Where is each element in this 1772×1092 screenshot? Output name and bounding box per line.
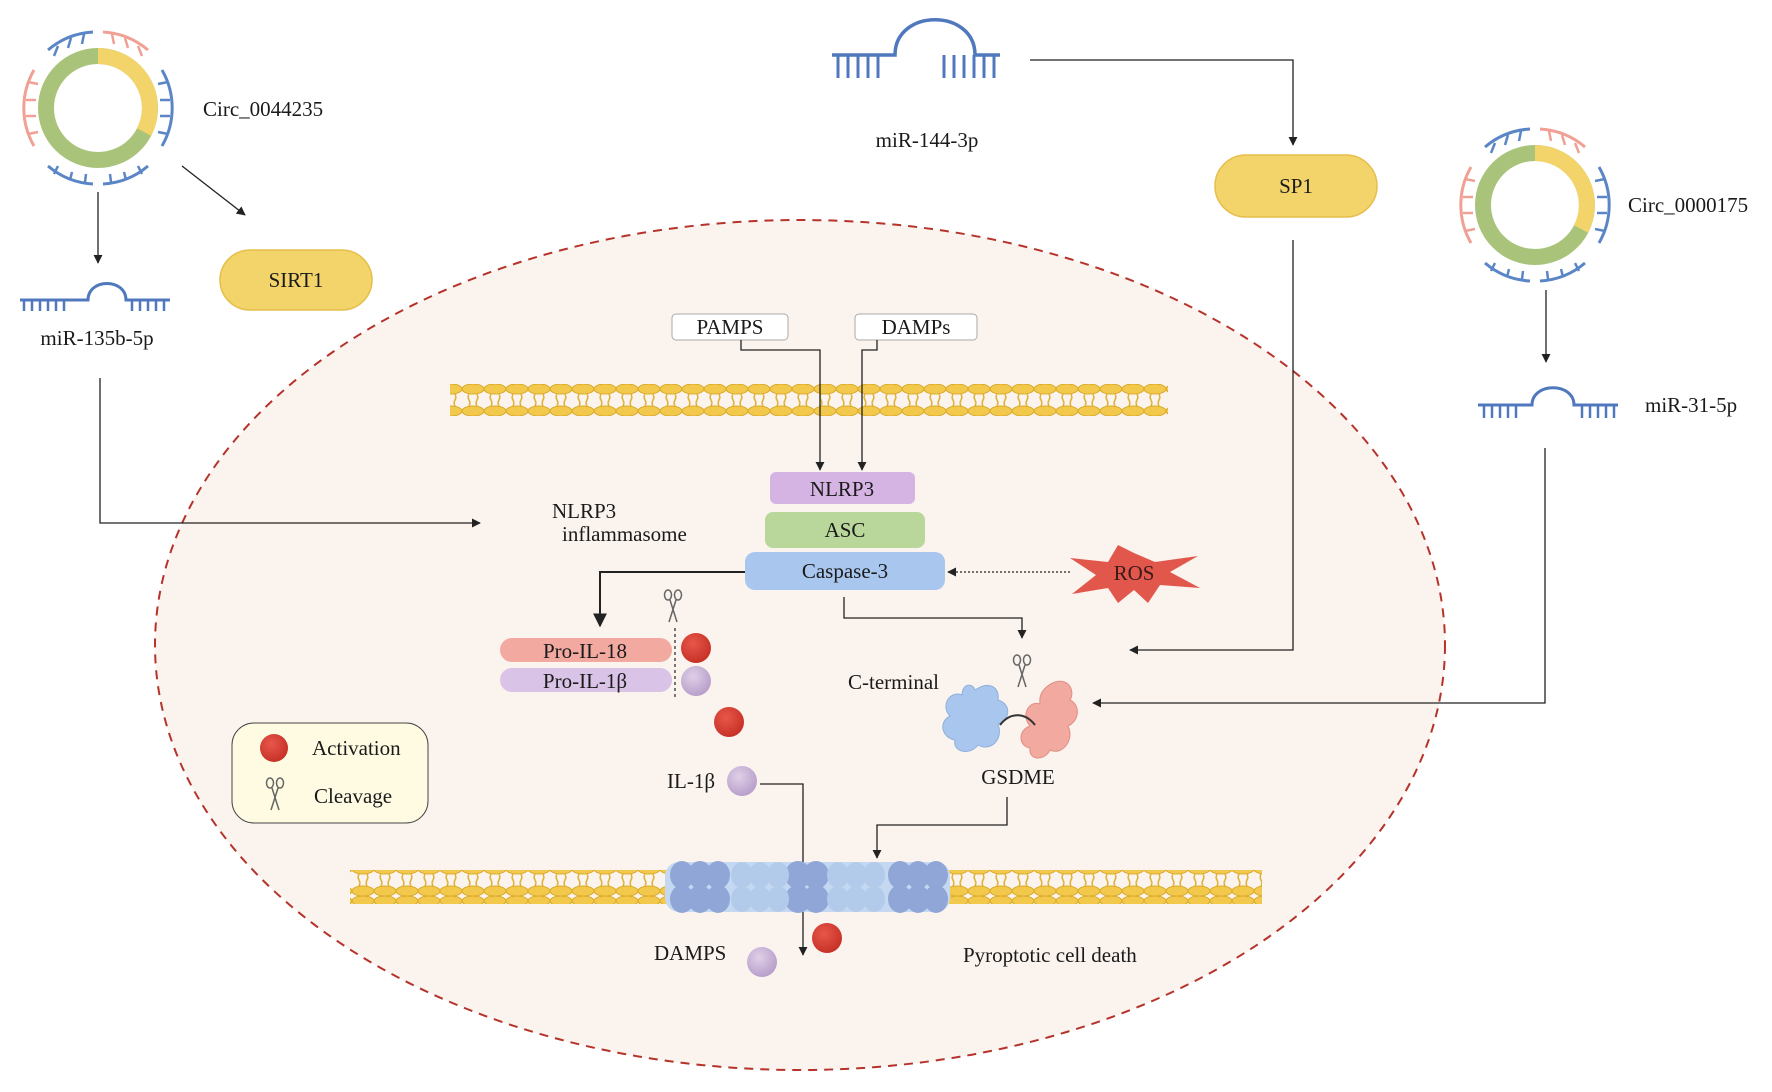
- gsdme-pore: [665, 861, 950, 913]
- cell-boundary: [154, 219, 1446, 1071]
- sp1-box: [1214, 154, 1378, 218]
- arrow-damps-to-nlrp3: [857, 340, 878, 471]
- mir-135b-5p-icon: [20, 282, 170, 311]
- legend-scissors-icon: [265, 777, 285, 811]
- pamps-top-label: PAMPS: [697, 315, 764, 339]
- ros-label: ROS: [1114, 561, 1155, 585]
- arrow-gsdme-to-pore: [872, 797, 1008, 859]
- arrow-circ-to-sirt1: [181, 165, 246, 216]
- caspase-3-label: Caspase-3: [802, 559, 888, 583]
- asc-box: [765, 512, 925, 548]
- pro-il-18-bar: [500, 638, 672, 662]
- scissors-icon: [663, 589, 683, 623]
- caspase-3-box: [745, 552, 945, 590]
- circ-0000175-icon: [1459, 127, 1611, 283]
- mir-135b-5p-label: miR-135b-5p: [40, 326, 153, 350]
- gsdme-protein-icon: [942, 680, 1078, 759]
- circ-0044235-label: Circ_0044235: [203, 97, 323, 121]
- pro-il-18-label: Pro-IL-18: [543, 639, 627, 663]
- legend-activation-label: Activation: [312, 736, 401, 760]
- il-1b-dot: [727, 766, 757, 796]
- upper-membrane: [450, 384, 1168, 416]
- arrow-caspase-to-pro-il: [593, 571, 745, 628]
- nlrp3-box: [770, 472, 915, 504]
- arrow-mir144-to-sp1: [1030, 59, 1298, 146]
- arrow-caspase-to-gsdme: [843, 597, 1027, 639]
- damps-dot: [747, 947, 777, 977]
- mir-31-5p-icon: [1478, 386, 1618, 418]
- pro-il-1b-bar: [500, 668, 672, 692]
- arrow-sp1-to-gsdme: [1129, 240, 1294, 655]
- damps-top-label: DAMPs: [882, 315, 951, 339]
- mir-144-3p-label: miR-144-3p: [876, 128, 979, 152]
- c-terminal-label: C-terminal: [848, 670, 939, 694]
- pamps-box: [671, 313, 789, 341]
- damps-bottom-label: DAMPS: [654, 941, 726, 965]
- inflammasome-label-line1: NLRP3: [552, 499, 616, 523]
- activation-dot-mid: [714, 707, 744, 737]
- il-18-activation-dot: [681, 633, 711, 663]
- damps-box: [854, 313, 978, 341]
- nlrp3-box-label: NLRP3: [810, 477, 874, 501]
- sp1-label: SP1: [1279, 174, 1313, 198]
- legend-activation-dot: [260, 734, 288, 762]
- mir-31-5p-label: miR-31-5p: [1645, 393, 1737, 417]
- gsdme-label: GSDME: [981, 765, 1055, 789]
- asc-box-label: ASC: [825, 518, 866, 542]
- il-1b-dot-top: [681, 666, 711, 696]
- arrow-mir135b-to-inflammasome: [99, 378, 481, 528]
- circ-0000175-label: Circ_0000175: [1628, 193, 1748, 217]
- mir-144-3p-icon: [832, 18, 1000, 78]
- sirt1-box: [219, 249, 373, 311]
- sirt1-label: SIRT1: [269, 268, 324, 292]
- il-1b-label: IL-1β: [667, 769, 715, 793]
- arrow-mir31-to-gsdme: [1092, 448, 1546, 708]
- activation-dot-outside: [812, 923, 842, 953]
- scissors-icon-gsdme: [1012, 654, 1032, 688]
- ros-burst: [1070, 545, 1200, 603]
- circ-0044235-icon: [22, 30, 174, 186]
- pyroptotic-label: Pyroptotic cell death: [963, 943, 1137, 967]
- arrow-pamps-to-nlrp3: [740, 340, 825, 471]
- pro-il-1b-label: Pro-IL-1β: [543, 669, 627, 693]
- inflammasome-label-line2: inflammasome: [562, 522, 687, 546]
- legend-cleavage-label: Cleavage: [314, 784, 392, 808]
